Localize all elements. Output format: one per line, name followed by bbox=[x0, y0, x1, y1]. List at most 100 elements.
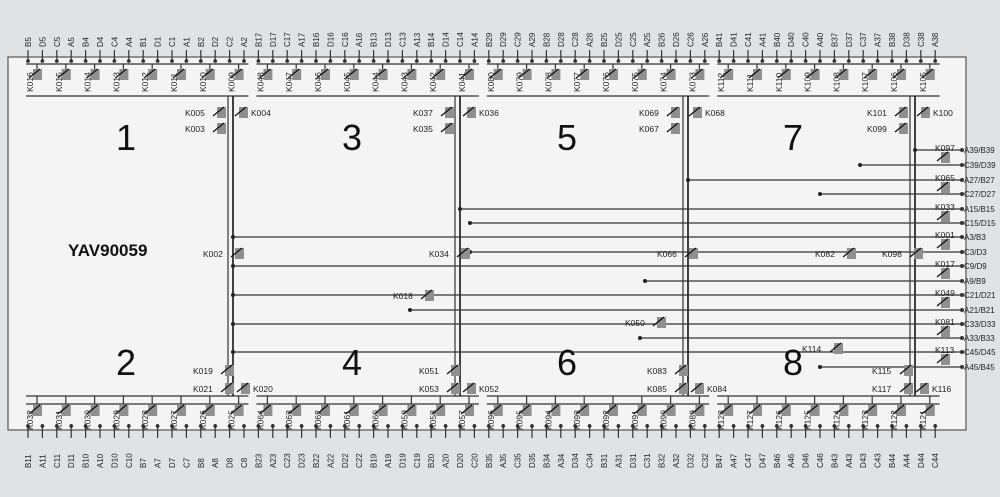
relay-contact bbox=[894, 106, 907, 117]
mid-relay bbox=[440, 122, 454, 134]
right-pin-label: A9/B9 bbox=[964, 277, 986, 286]
relay-coil bbox=[897, 69, 906, 80]
relay-coil bbox=[637, 69, 647, 80]
top-pin-label: B1 bbox=[139, 37, 148, 47]
relay-contact bbox=[936, 353, 949, 364]
right-connector-pins: A39/B39C39/D39A27/B27C27/D27A15/B15C15/D… bbox=[945, 146, 996, 372]
right-pin-label: A33/B33 bbox=[964, 334, 995, 343]
right-pin-node bbox=[960, 279, 964, 283]
bottom-pin-label: C43 bbox=[874, 453, 883, 468]
right-relay-label: K113 bbox=[935, 345, 954, 355]
bottom-pin-label: C34 bbox=[586, 453, 595, 468]
mid-relay-label: K051 bbox=[419, 366, 439, 376]
top-relay-label: K015 bbox=[54, 72, 64, 92]
bottom-pin-node bbox=[530, 424, 534, 428]
top-pin-label: D17 bbox=[269, 32, 278, 47]
mid-relay bbox=[666, 122, 680, 134]
relay-coil bbox=[61, 405, 71, 416]
relay-coil bbox=[451, 365, 460, 376]
relay-contact bbox=[431, 404, 444, 415]
top-pin-node bbox=[544, 59, 549, 63]
relay-contact bbox=[777, 68, 790, 79]
bottom-relay bbox=[230, 404, 244, 416]
top-relay bbox=[316, 68, 330, 80]
right-pin-label: A15/B15 bbox=[964, 205, 995, 214]
relay-coil bbox=[263, 405, 273, 416]
relay-coil bbox=[465, 69, 474, 80]
relay-coil bbox=[205, 69, 215, 80]
right-relay bbox=[936, 210, 950, 222]
relay-contact bbox=[719, 68, 732, 79]
top-relay bbox=[834, 68, 849, 80]
bottom-relay bbox=[287, 404, 302, 416]
top-relay-label: K011 bbox=[169, 73, 179, 92]
top-relay bbox=[777, 68, 791, 80]
bottom-pin-node bbox=[54, 424, 59, 428]
right-pin-node bbox=[960, 322, 964, 326]
bottom-relay bbox=[777, 404, 791, 416]
relay-contact bbox=[863, 404, 876, 415]
top-relay bbox=[114, 68, 129, 80]
top-pin-label: A4 bbox=[125, 37, 134, 47]
top-pin-node bbox=[83, 59, 88, 63]
bus-junction bbox=[408, 308, 412, 312]
bottom-relay-label: K090 bbox=[659, 410, 669, 430]
right-pin-node bbox=[960, 336, 964, 340]
relay-coil bbox=[177, 405, 186, 416]
bottom-pin-label: B43 bbox=[830, 453, 839, 468]
relay-contact bbox=[662, 68, 675, 79]
top-pin-label: A37 bbox=[874, 32, 883, 47]
right-pin-label: C39/D39 bbox=[964, 161, 996, 170]
top-pin-node bbox=[126, 59, 131, 63]
wiring-layer bbox=[26, 63, 945, 405]
relay-coil bbox=[33, 405, 42, 416]
relay-contact bbox=[892, 68, 905, 79]
top-pin-label: C25 bbox=[629, 32, 638, 47]
relay-contact bbox=[489, 68, 502, 79]
bus-junction bbox=[231, 235, 235, 239]
bus-junction bbox=[638, 336, 642, 340]
relay-coil bbox=[467, 383, 476, 394]
top-pin-label: A16 bbox=[355, 32, 364, 47]
mid-relay-label: K068 bbox=[705, 108, 725, 118]
right-relay-label: K033 bbox=[935, 202, 955, 212]
right-pin-node bbox=[960, 308, 964, 312]
relay-contact bbox=[460, 68, 473, 79]
bottom-pin-node bbox=[270, 424, 275, 428]
mid-relay-label: K003 bbox=[185, 124, 205, 134]
relay-contact bbox=[936, 325, 949, 336]
bottom-relay bbox=[258, 404, 273, 416]
mid-relay-label: K050 bbox=[625, 318, 645, 328]
top-pin-node bbox=[26, 59, 30, 63]
bottom-pin-label: A10 bbox=[96, 453, 105, 468]
top-pin-label: A25 bbox=[643, 32, 652, 47]
top-relay bbox=[374, 68, 388, 80]
top-pin-label: B26 bbox=[658, 32, 667, 47]
mid-relay bbox=[462, 382, 476, 394]
top-pin-label: A26 bbox=[701, 32, 710, 47]
right-pin-label: A39/B39 bbox=[964, 146, 995, 155]
right-pin-label: C3/D3 bbox=[964, 248, 987, 257]
bottom-pin-label: C7 bbox=[182, 457, 191, 468]
top-pin-label: A41 bbox=[758, 32, 767, 47]
mid-relay-label: K052 bbox=[479, 384, 499, 394]
bottom-relay-label: K091 bbox=[630, 410, 640, 430]
right-pin-label: C21/D21 bbox=[964, 291, 996, 300]
bottom-pin-node bbox=[774, 424, 779, 428]
top-pin-node bbox=[112, 59, 117, 63]
relay-coil bbox=[225, 365, 234, 376]
bottom-relay-label: K123 bbox=[860, 410, 870, 430]
relay-contact bbox=[489, 404, 502, 415]
top-relay bbox=[662, 68, 676, 80]
bottom-pin-label: A22 bbox=[326, 453, 335, 468]
relay-contact bbox=[230, 247, 243, 258]
relay-coil bbox=[461, 248, 470, 259]
relay-coil bbox=[925, 405, 935, 416]
bottom-relay-label: K060 bbox=[371, 410, 381, 430]
bottom-pin-node bbox=[213, 424, 218, 428]
relay-coil bbox=[349, 69, 359, 80]
mid-relay-label: K098 bbox=[882, 249, 902, 259]
relay-coil bbox=[90, 69, 100, 80]
bottom-pin-node bbox=[285, 424, 290, 428]
